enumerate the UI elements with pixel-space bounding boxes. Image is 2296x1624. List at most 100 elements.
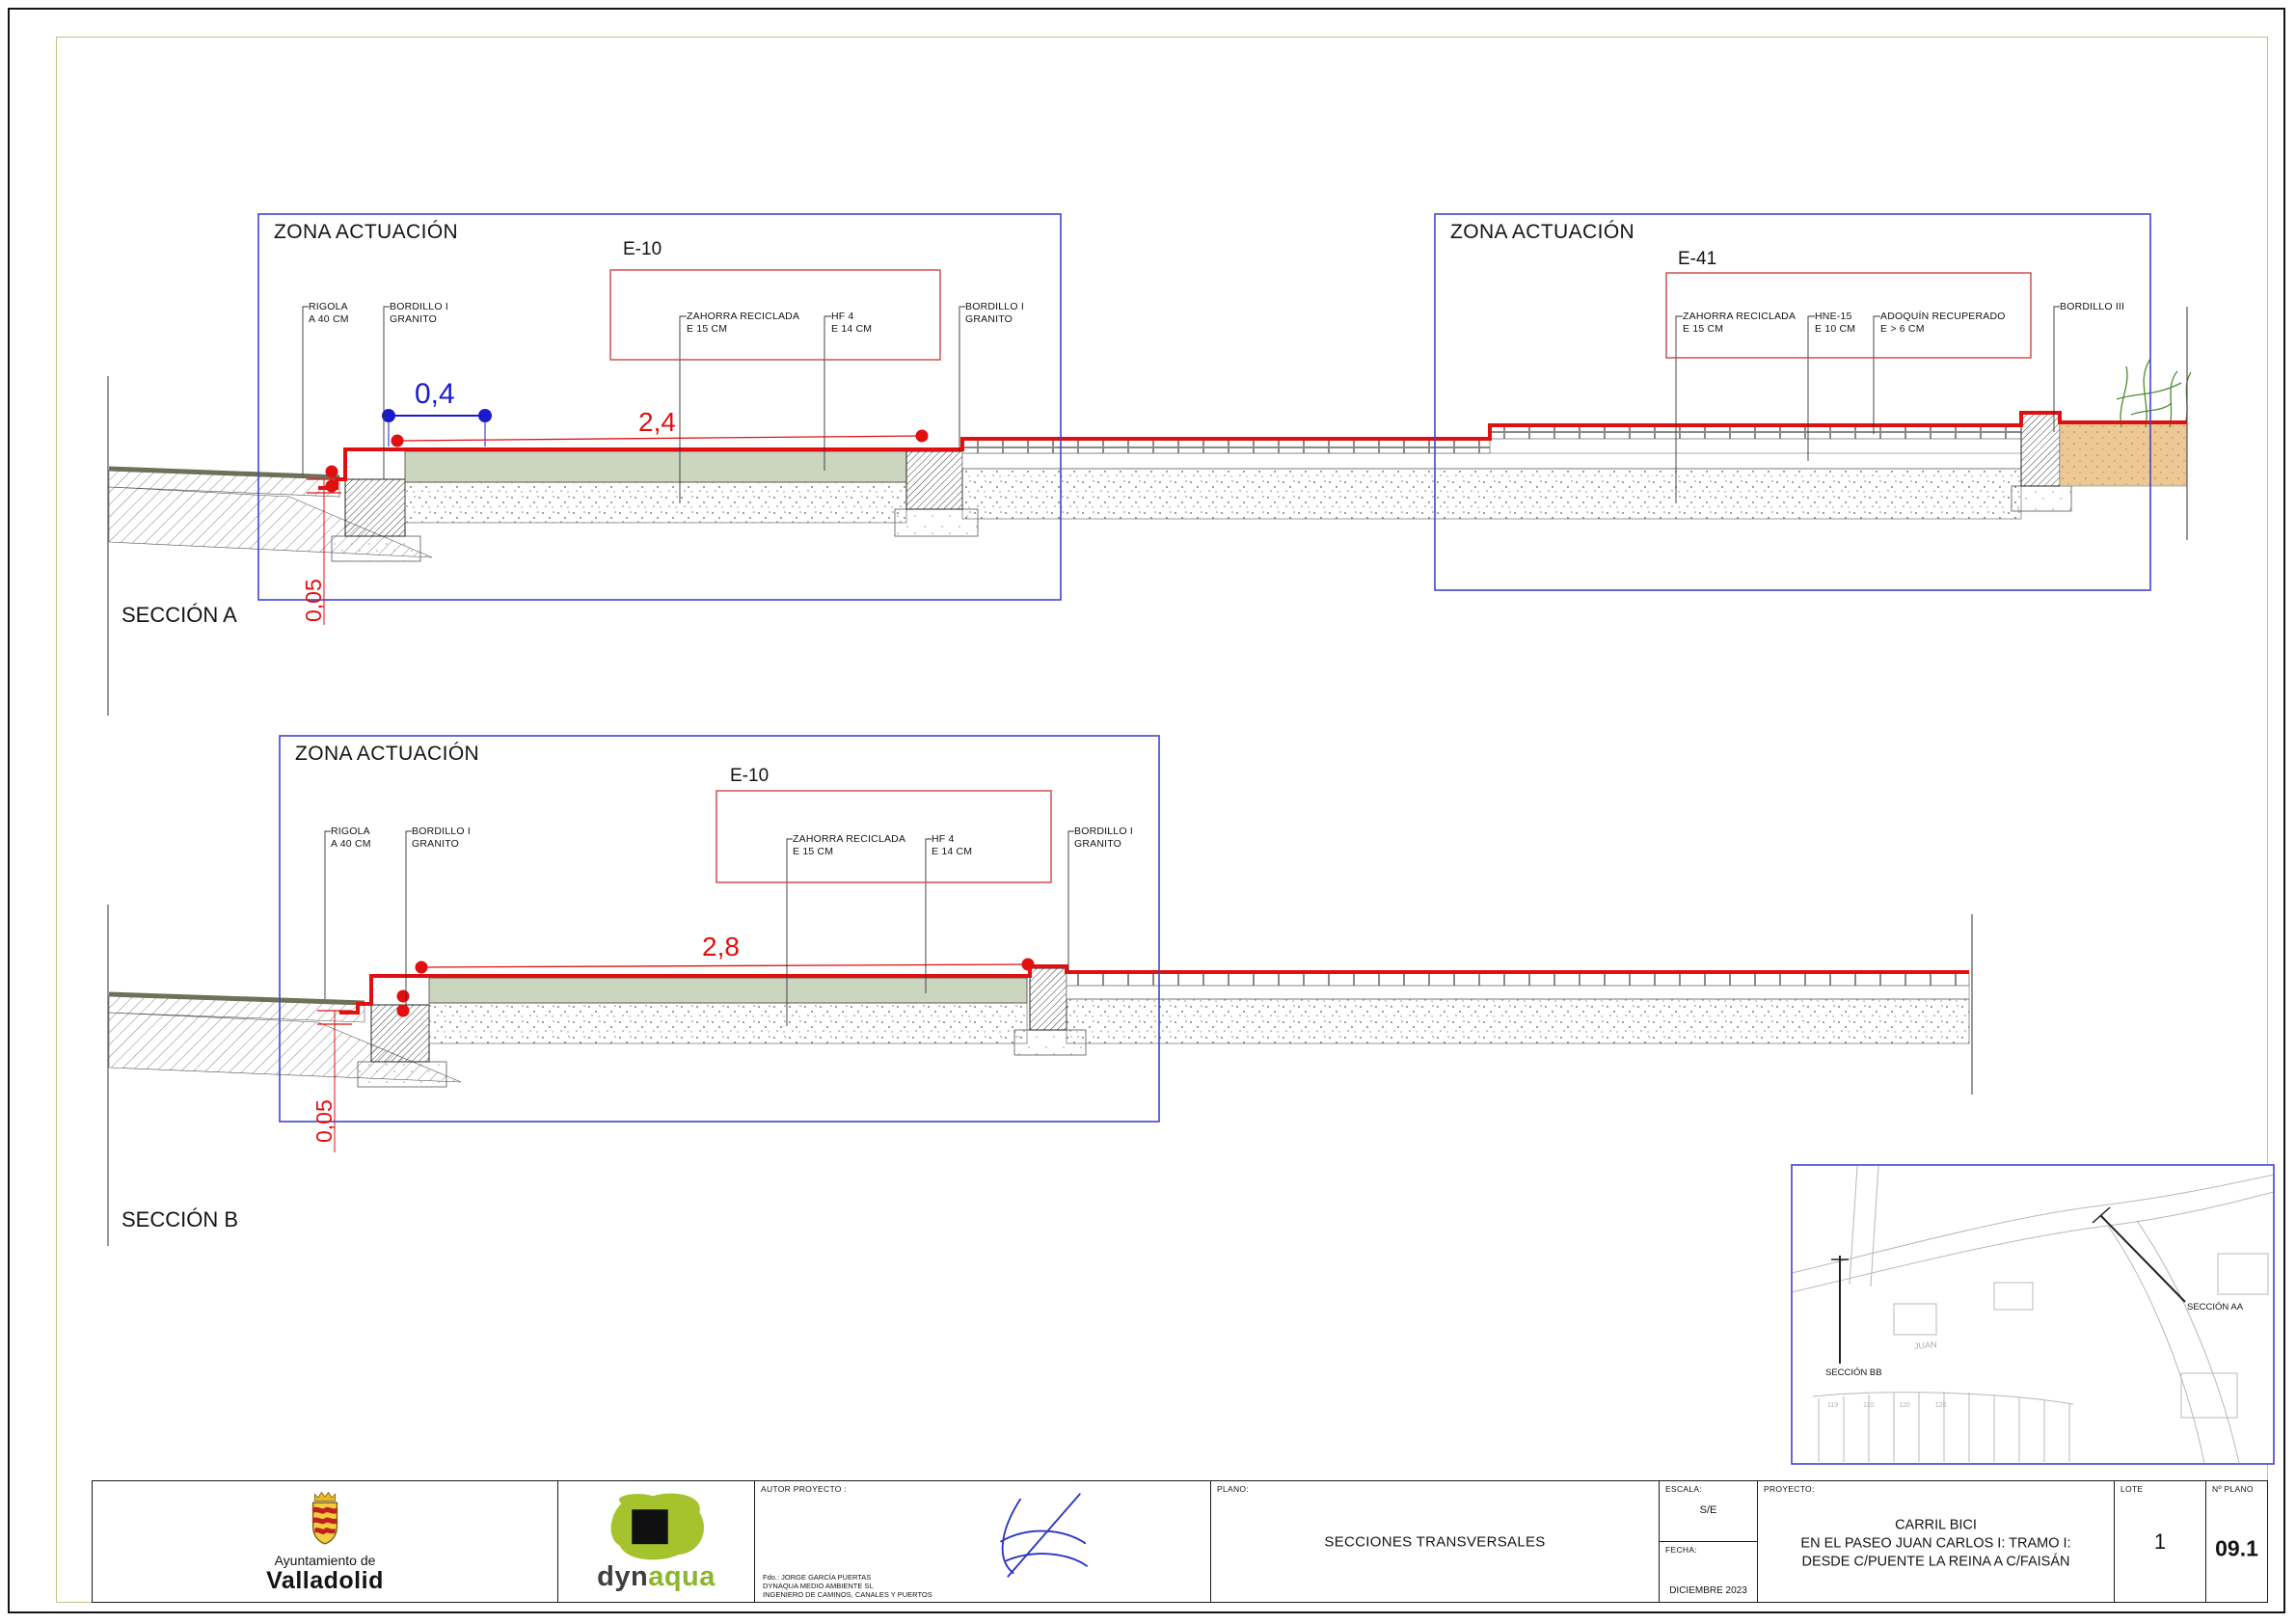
callout-line: E 14 CM [932,845,973,857]
callout-line: GRANITO [965,312,1013,325]
section-aa-cut-line [2099,1214,2186,1303]
callout-line: ZAHORRA RECICLADA [1683,311,1796,322]
dim-lane-width-b: 2,8 [702,932,740,961]
callout-zahorra-e41: ZAHORRA RECICLADA E 15 CM [1683,311,1796,335]
scale-date-cell: ESCALA: S/E FECHA: DICIEMBRE 2023 [1660,1481,1758,1602]
zahorra-layer-b [428,1002,1028,1044]
callout-line: E 14 CM [831,322,873,335]
callout-line: ZAHORRA RECICLADA [793,833,906,845]
callout-line: A 40 CM [309,312,349,325]
callout-line: GRANITO [1074,837,1122,850]
curb-b-right [1029,967,1067,1031]
hf4-layer-b [428,977,1028,1004]
callout-line: E 15 CM [687,322,728,335]
section-b-drawing [107,735,1973,1246]
scale-value: S/E [1699,1504,1717,1516]
paver-band-a-2 [1489,424,2022,440]
rigola-dot [396,989,410,1003]
callout-line: E 15 CM [793,845,834,857]
map-street-label: JUAN [1913,1339,1937,1352]
bordillo-iii-curb [2020,412,2061,487]
paver-band-a-1 [961,438,1491,454]
sheet-outer-border [8,8,2285,1613]
hne-layer-a [961,452,2022,470]
plano-label: PLANO: [1217,1484,1249,1494]
scale-label: ESCALA: [1665,1484,1703,1494]
callout-box-e10-b [716,790,1052,883]
section-a-drawing [107,213,2192,716]
lote-cell: LOTE 1 [2115,1481,2206,1602]
callout-line: ZAHORRA RECICLADA [687,311,800,322]
dim-dot-red [915,429,929,443]
zahorra-layer-a [404,481,907,524]
paver-band-b [1066,971,1970,987]
callout-line: BORDILLO I [965,301,1024,312]
callout-line: RIGOLA [331,826,370,837]
zone-box-a-left [257,213,1062,601]
callout-bordillo-iii: BORDILLO III [2060,301,2124,313]
callout-line: BORDILLO I [412,826,471,837]
profile-line-b [339,964,1969,1015]
dynaqua-logo [610,1493,704,1560]
callout-hf4-b: HF 4 E 14 CM [932,833,972,857]
detail-tag-e10-b: E-10 [730,766,770,786]
section-a-label: SECCIÓN A [122,603,237,627]
callout-rigola-a: RIGOLA A 40 CM [309,301,349,325]
title-block: Ayuntamiento de Valladolid dynaqua AUTOR… [92,1480,2268,1603]
date-subcell: FECHA: DICIEMBRE 2023 [1660,1542,1757,1603]
project-line: EN EL PASEO JUAN CARLOS I: TRAMO I: [1800,1535,2071,1552]
date-label: FECHA: [1665,1544,1697,1555]
project-cell: PROYECTO: CARRIL BICI EN EL PASEO JUAN C… [1758,1481,2115,1602]
map-label-seccion-aa: SECCIÓN AA [2187,1302,2244,1313]
author-line: INGENIERO DE CAMINOS, CANALES Y PUERTOS [763,1590,932,1599]
project-line: CARRIL BICI [1895,1517,1977,1533]
callout-rigola-b: RIGOLA A 40 CM [331,826,371,850]
callout-box-e41 [1665,272,2032,359]
dim-band-width-a: 0,4 [415,378,455,410]
plano-cell: PLANO: SECCIONES TRANSVERSALES [1211,1481,1660,1602]
dynaqua-word-green: aqua [648,1561,716,1592]
map-streets [1793,1166,2273,1463]
hf4-layer-a [404,450,907,483]
author-signature-lines: Fdo.: JORGE GARCÍA PUERTAS DYNAQUA MEDIO… [763,1573,932,1599]
dim-lane-width-a: 2,4 [638,407,676,437]
signature [1000,1493,1088,1578]
section-b-label: SECCIÓN B [122,1207,239,1232]
author-line: Fdo.: JORGE GARCÍA PUERTAS [763,1573,872,1582]
callout-line: BORDILLO III [2060,301,2125,312]
hne-layer-b [1066,985,1970,1000]
plan-number-value: 09.1 [2215,1535,2258,1561]
project-label: PROYECTO: [1764,1484,1815,1494]
dim-dot-red [1021,958,1035,971]
callout-line: ADOQUÍN RECUPERADO [1880,311,2006,322]
callout-bordillo-right-b: BORDILLO I GRANITO [1074,826,1133,850]
dim-depth-b: 0,05 [311,1099,337,1143]
date-value: DICIEMBRE 2023 [1669,1585,1747,1596]
dim-dot-blue [382,409,395,422]
lote-value: 1 [2153,1529,2167,1554]
lote-label: LOTE [2120,1484,2144,1494]
zone-title-b: ZONA ACTUACIÓN [295,743,480,765]
curb-a-left [344,478,406,537]
callout-line: BORDILLO I [390,301,448,312]
vegetation [2116,358,2192,428]
curb-a-right [905,450,963,510]
callout-bordillo-left-a: BORDILLO I GRANITO [390,301,448,325]
zahorra-layer-a-right [961,468,2022,520]
callout-line: RIGOLA [309,301,348,312]
zone-box-a-right [1434,213,2151,591]
valladolid-crest-logo [311,1491,338,1545]
project-line: DESDE C/PUENTE LA REINA A C/FAISÁN [1801,1554,2070,1570]
leader-lines-a [302,306,2060,503]
plan-number-label: Nº PLANO [2212,1484,2254,1494]
author-line: DYNAQUA MEDIO AMBIENTE SL [763,1582,874,1590]
author-cell: AUTOR PROYECTO : Fdo.: JORGE GARCÍA PUER… [755,1481,1211,1602]
plan-number-cell: Nº PLANO 09.1 [2206,1481,2267,1602]
callout-line: HF 4 [932,833,955,845]
callout-adoquin: ADOQUÍN RECUPERADO E > 6 CM [1880,311,2006,335]
callout-line: GRANITO [390,312,438,325]
dim-dot-red [415,961,428,974]
dynaqua-cell: dynaqua [558,1481,755,1602]
rigola-dot [325,479,338,493]
